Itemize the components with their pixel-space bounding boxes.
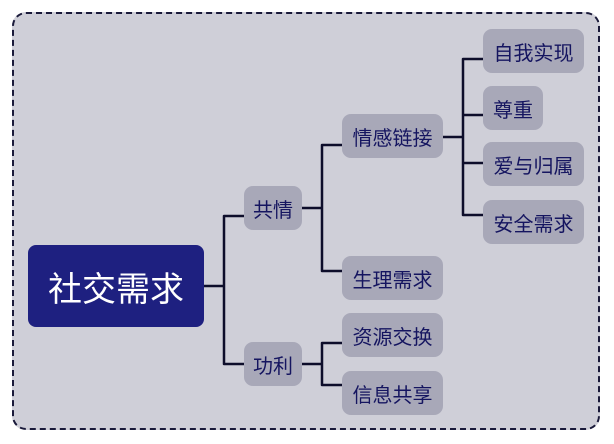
- branch-gongqing[interactable]: 共情: [244, 186, 302, 230]
- node-shengli[interactable]: 生理需求: [342, 256, 443, 300]
- root-node[interactable]: 社交需求: [28, 245, 204, 327]
- connector-qinggan: [441, 57, 485, 217]
- branch-gongli[interactable]: 功利: [244, 342, 302, 386]
- connector-gongqing: [300, 143, 344, 273]
- node-xinxi[interactable]: 信息共享: [342, 371, 443, 415]
- node-qinggan[interactable]: 情感链接: [342, 114, 443, 158]
- connector-gongli: [300, 341, 344, 387]
- node-ziwo[interactable]: 自我实现: [483, 29, 584, 73]
- node-anquan[interactable]: 安全需求: [483, 200, 584, 244]
- node-ziyuan[interactable]: 资源交换: [342, 313, 443, 357]
- node-zunzhong[interactable]: 尊重: [483, 86, 543, 130]
- node-ai[interactable]: 爱与归属: [483, 142, 584, 186]
- connector-root-branches: [202, 214, 246, 366]
